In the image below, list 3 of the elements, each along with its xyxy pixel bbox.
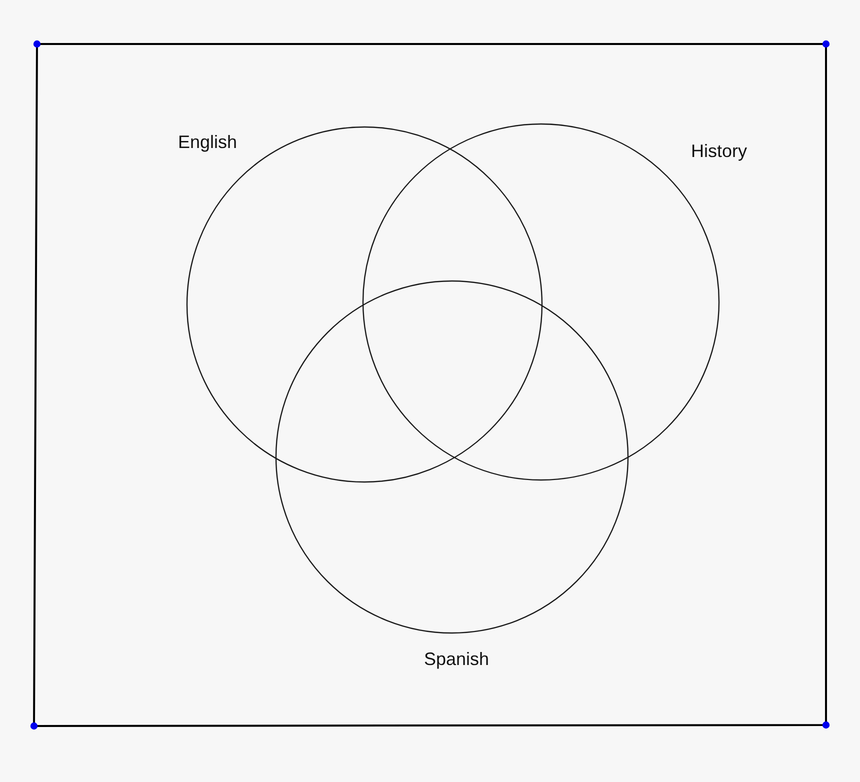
set-label: History xyxy=(691,140,748,162)
set-label: Spanish xyxy=(424,648,490,670)
set-label: English xyxy=(178,131,238,153)
